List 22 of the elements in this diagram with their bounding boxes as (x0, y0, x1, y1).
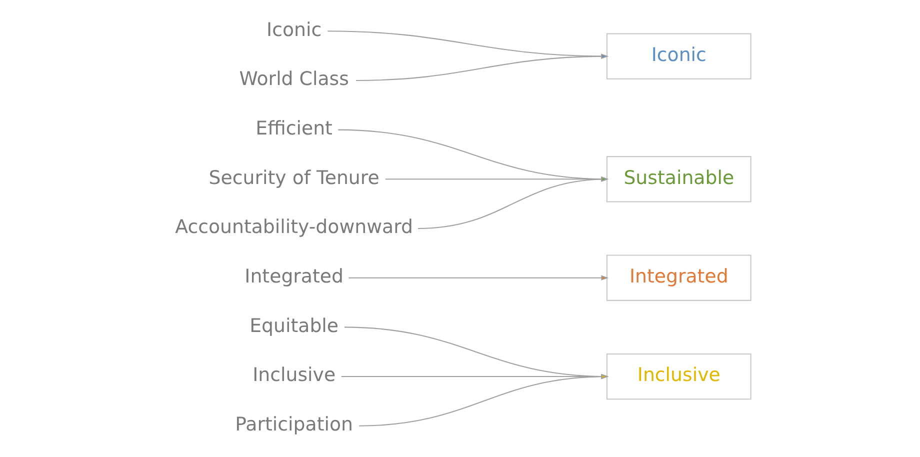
arrow (348, 275, 608, 280)
arrow (327, 30, 608, 59)
node-box: Inclusive (606, 353, 751, 400)
node-text: Integrated (244, 265, 344, 288)
arrow (358, 374, 608, 426)
arrow (384, 176, 608, 182)
node-text: Inclusive (252, 364, 336, 386)
node-box: Sustainable (606, 156, 751, 202)
node-box: Integrated (606, 254, 751, 301)
arrow (417, 176, 608, 230)
node-text: Equitable (249, 314, 338, 337)
arrow (340, 374, 608, 380)
node-text: Participation (234, 414, 353, 436)
node-text: Accountability-downward (174, 216, 413, 238)
node-box: Iconic (606, 33, 751, 80)
node-text: Efficient (255, 117, 332, 140)
arrow (338, 129, 608, 182)
node-text: World Class (238, 68, 348, 90)
arrow (344, 326, 608, 380)
node-text: Security of Tenure (208, 166, 379, 189)
arrow (356, 54, 608, 81)
node-text: Iconic (266, 18, 322, 41)
